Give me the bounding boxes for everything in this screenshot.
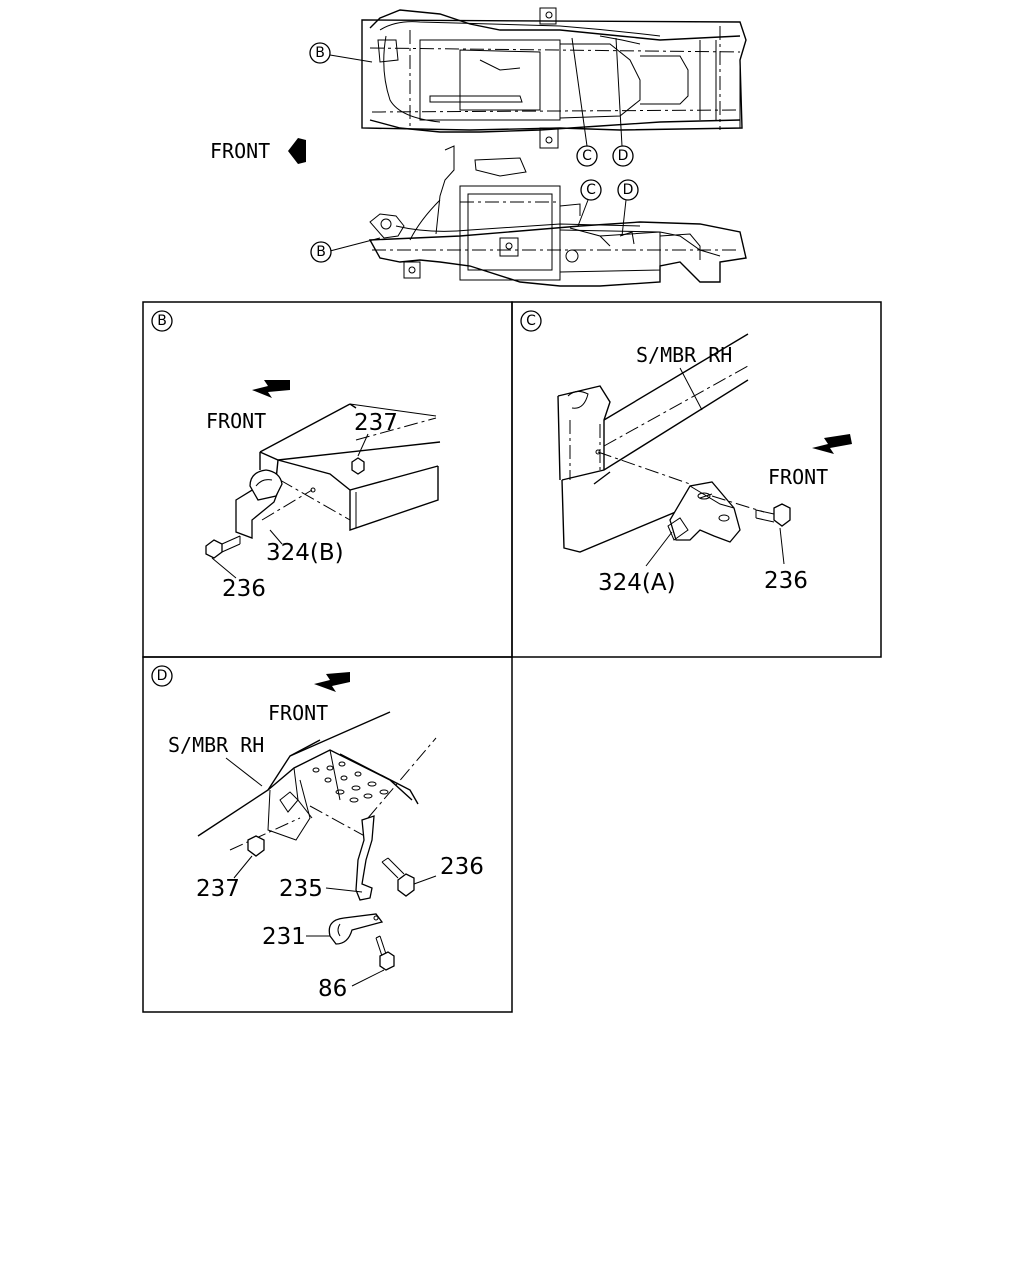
panel-c-label-236: 236 [764, 568, 808, 594]
panel-d-label-231: 231 [262, 924, 306, 950]
callout-d-top: D [618, 148, 629, 164]
detail-panel-d: D FRONT S/MBR RH 237 [142, 656, 513, 1013]
panel-c-bracket-324a [669, 481, 741, 543]
panel-d-clip-231 [328, 913, 384, 945]
panel-d-label-86: 86 [318, 976, 347, 1002]
panel-b-label-324b: 324(B) [266, 540, 344, 566]
panel-d-tag: D [157, 668, 168, 684]
detail-panel-c: C S/MBR RH FRONT 324(A) 236 [511, 301, 882, 658]
panel-c-tag: C [526, 313, 536, 329]
panel-b-label-236: 236 [222, 576, 266, 602]
panel-b-label-237: 237 [354, 410, 398, 436]
callout-b-bottom: B [316, 244, 326, 260]
panel-c-front-arrow-icon [812, 434, 852, 454]
overview-front-indicator: FRONT [210, 138, 306, 164]
panel-d-nut-237 [247, 835, 265, 857]
panel-c-bolt-236 [773, 503, 791, 527]
panel-d-screw-86 [379, 951, 395, 971]
panel-b-nut-237 [351, 457, 365, 475]
panel-d-label-236: 236 [440, 854, 484, 880]
overview-side-view: B C D [310, 145, 747, 287]
callout-c-bottom: C [586, 182, 596, 198]
panel-b-front-arrow-icon [252, 380, 290, 398]
panel-d-front-arrow-icon [314, 672, 350, 692]
panel-b-front-label: FRONT [206, 409, 266, 433]
panel-d-bolt-236 [397, 873, 415, 897]
panel-d-label-237: 237 [196, 876, 240, 902]
callout-b-top: B [315, 45, 325, 61]
panel-d-bracket-235 [355, 815, 375, 901]
panel-d-member-label: S/MBR RH [168, 733, 264, 757]
callout-c-top: C [582, 148, 592, 164]
overview-front-label: FRONT [210, 139, 270, 163]
front-arrow-icon [288, 138, 306, 164]
detail-panel-b: B FRONT 237 324(B) 236 [142, 301, 513, 658]
panel-c-label-324a: 324(A) [598, 570, 676, 596]
panel-b-tag: B [157, 313, 167, 329]
overview-top-view: B C D [309, 7, 747, 167]
panel-c-front-label: FRONT [768, 465, 828, 489]
panel-b-bolt-236 [205, 539, 223, 559]
panel-d-label-235: 235 [279, 876, 323, 902]
panel-c-member-label: S/MBR RH [636, 343, 732, 367]
panel-d-front-label: FRONT [268, 701, 328, 725]
panel-d-perforations [312, 761, 389, 803]
callout-d-bottom: D [623, 182, 634, 198]
